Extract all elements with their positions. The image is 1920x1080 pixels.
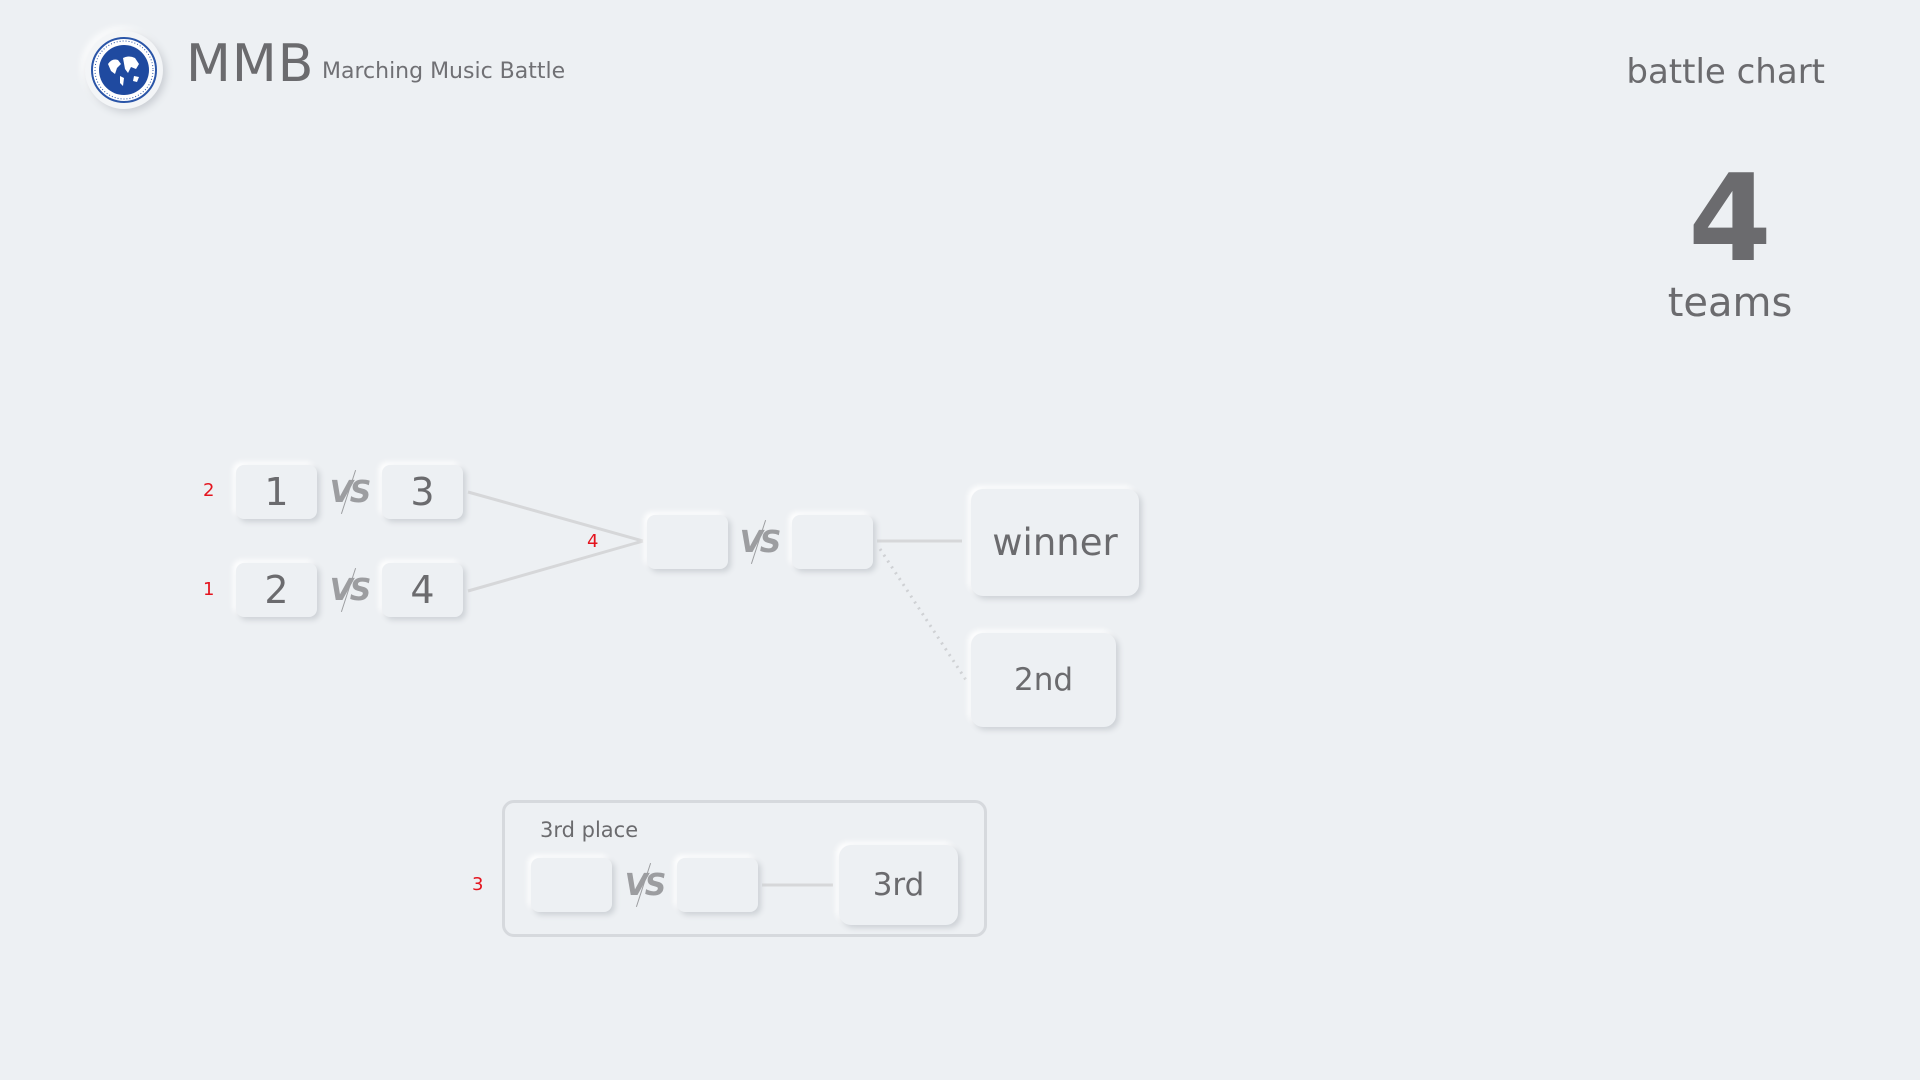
- third-place-slot[interactable]: 3rd: [839, 845, 958, 925]
- team-slot[interactable]: [677, 858, 758, 912]
- team-slot[interactable]: [531, 858, 612, 912]
- vs-icon: VS: [739, 517, 782, 567]
- team-slot[interactable]: 1: [236, 465, 317, 519]
- team-slot[interactable]: 2: [236, 563, 317, 617]
- team-count: 4: [1688, 150, 1772, 289]
- logo[interactable]: [85, 31, 163, 109]
- team-slot[interactable]: [647, 515, 728, 569]
- vs-icon: VS: [329, 467, 372, 517]
- match-order: 2: [203, 480, 215, 501]
- team-slot[interactable]: [792, 515, 873, 569]
- connector-line: [467, 539, 644, 593]
- team-slot[interactable]: 4: [382, 563, 463, 617]
- match-order: 3: [472, 874, 484, 895]
- winner-slot[interactable]: winner: [971, 489, 1139, 596]
- globe-logo-icon: [91, 37, 157, 103]
- team-count-label: teams: [1667, 280, 1793, 326]
- match-order: 4: [587, 531, 599, 552]
- brand-name: MMB: [186, 34, 315, 94]
- third-place-panel: [502, 800, 987, 937]
- vs-icon: VS: [624, 860, 667, 910]
- third-place-title: 3rd place: [540, 818, 639, 842]
- page-title: battle chart: [1626, 52, 1825, 92]
- connector-line: [467, 490, 644, 543]
- team-slot[interactable]: 3: [382, 465, 463, 519]
- vs-icon: VS: [329, 565, 372, 615]
- brand-subtitle: Marching Music Battle: [322, 59, 566, 84]
- connector-dotted-line: [878, 548, 968, 681]
- match-order: 1: [203, 579, 215, 600]
- second-place-slot[interactable]: 2nd: [971, 633, 1116, 727]
